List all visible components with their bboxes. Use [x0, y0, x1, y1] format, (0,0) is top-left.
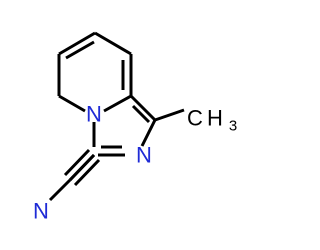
atom-n-nitrile: N — [33, 199, 49, 224]
atom-n-imidazole: N — [136, 143, 152, 168]
atom-methyl-h-subscript: 3 — [229, 118, 237, 135]
bond-c8a-c1-inner — [131, 104, 151, 124]
bond-cn-triple-3 — [73, 158, 101, 187]
atom-n-bridgehead: N — [86, 102, 102, 127]
bond-c5-n4 — [58, 94, 86, 113]
atom-methyl-c: C — [187, 106, 203, 131]
bond-c8-c7 — [94, 31, 132, 56]
bond-c8a-c1 — [129, 94, 157, 122]
bond-cn-to-n — [48, 178, 72, 202]
bond-c7-c6 — [58, 31, 96, 56]
atom-methyl-h: H — [207, 106, 223, 131]
bond-c1-n2 — [140, 119, 157, 147]
bond-cn-triple-1 — [68, 153, 96, 182]
molecule-structure-diagram: N N N C H 3 — [33, 31, 237, 224]
bond-c1-methyl — [154, 108, 185, 122]
bond-n4-c8a — [103, 94, 132, 113]
bond-c7-c6-inner — [65, 40, 95, 60]
bond-cn-triple-2 — [63, 148, 91, 177]
